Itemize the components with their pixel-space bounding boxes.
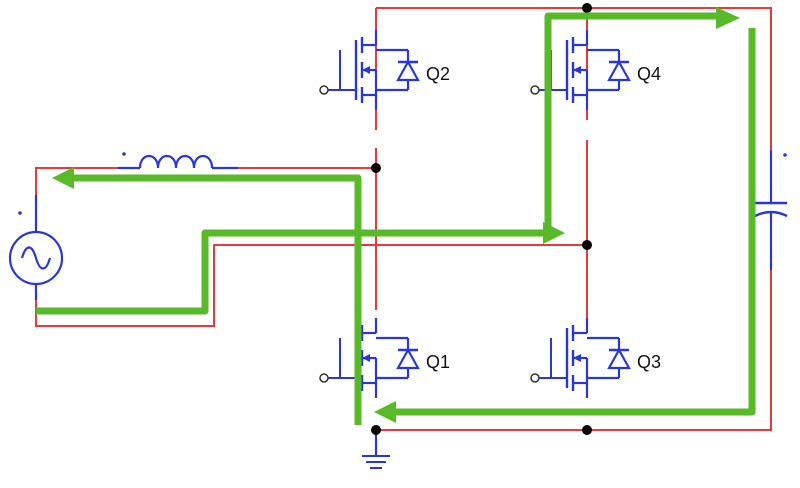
current-arrow-left [52,167,74,189]
switch-q4-label: Q4 [637,64,661,84]
node-left-leg-mid [371,163,381,173]
current-arrow-bottom [374,401,396,423]
ground-symbol [362,430,390,469]
switch-q4: Q4 [529,28,661,112]
switch-q3-label: Q3 [637,352,661,372]
switch-q3: Q3 [529,316,661,400]
switch-q1: Q1 [318,316,450,400]
current-arrow-top [716,7,740,29]
inductor [118,152,238,170]
node-bottom-right [582,425,592,435]
current-path [36,7,756,425]
junction-nodes [371,3,592,435]
ac-source [8,195,64,300]
switch-q2: Q2 [318,28,450,112]
switch-q2-label: Q2 [426,64,450,84]
node-right-leg-mid [582,240,592,250]
node-top-right-leg [582,3,592,13]
switch-q1-label: Q1 [426,352,450,372]
dc-capacitor [754,150,788,270]
node-bottom-left [371,425,381,435]
